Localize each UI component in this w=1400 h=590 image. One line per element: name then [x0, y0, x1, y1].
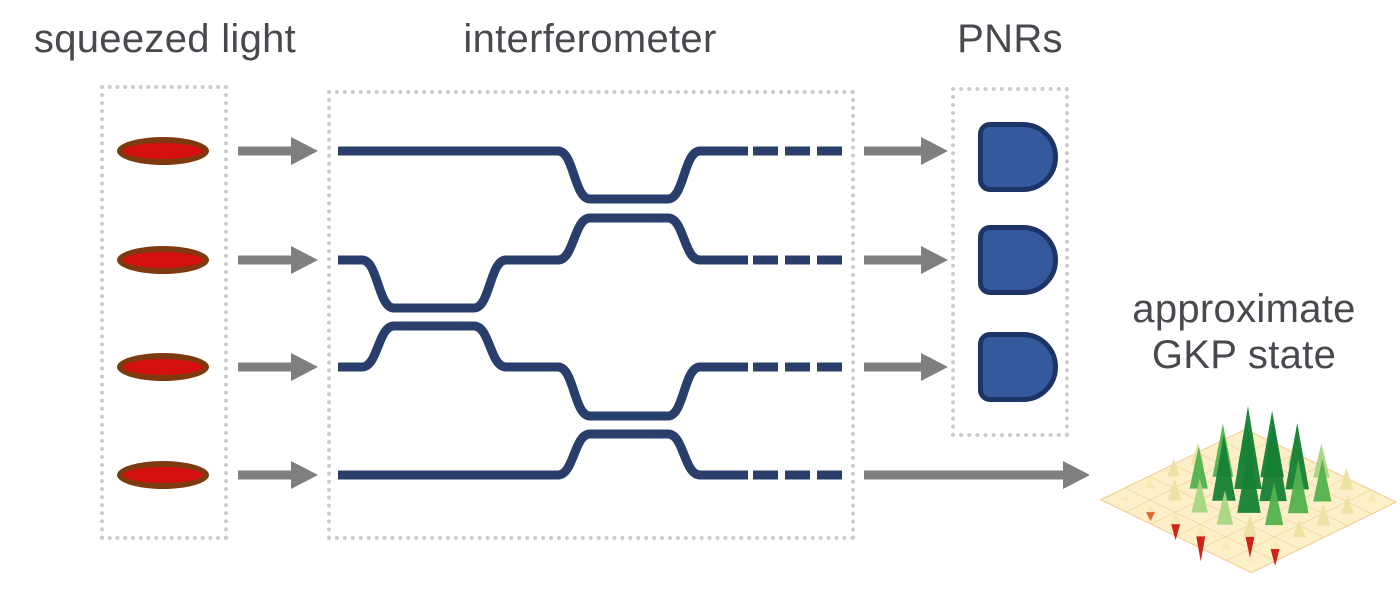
wigner-peak — [1259, 418, 1287, 502]
gkp-state-label-line2: GKP state — [1151, 333, 1337, 377]
wigner-peak — [1212, 434, 1236, 501]
pnr-arrow-3 — [864, 353, 948, 381]
arrow-head — [291, 353, 318, 381]
arrow-shaft — [864, 362, 926, 372]
pnr-box — [951, 87, 1069, 437]
gkp-state-label: approximate GKP state — [1088, 286, 1400, 378]
wigner-peak — [1220, 541, 1232, 549]
pnr-arrow-1 — [864, 137, 948, 165]
arrow-shaft — [238, 146, 296, 156]
pnrs-label: PNRs — [957, 17, 1063, 61]
arrow-shaft — [864, 470, 1068, 480]
wigner-peak — [1341, 496, 1354, 514]
wigner-peak — [1145, 504, 1156, 513]
wigner-peak — [1285, 422, 1309, 490]
pnr-detector-3 — [978, 332, 1058, 402]
wigner-peak — [1243, 515, 1257, 537]
wigner-negative-spike — [1171, 524, 1181, 541]
wigner-peak — [1366, 492, 1378, 502]
wigner-peak — [1287, 460, 1309, 514]
wigner-peak — [1316, 503, 1331, 526]
wigner-peak — [1169, 513, 1182, 525]
gkp-state-label-line1: approximate — [1132, 287, 1356, 331]
wigner-peak — [1216, 490, 1234, 525]
input-arrow-2 — [238, 246, 318, 274]
arrow-head — [921, 137, 948, 165]
wigner-peak — [1195, 525, 1207, 537]
squeezed-source-ellipse-1 — [117, 137, 209, 165]
wigner-negative-spike — [1196, 536, 1206, 562]
wigner-peak — [1339, 467, 1354, 490]
pnr-detector-1 — [978, 122, 1058, 192]
arrow-head — [291, 137, 318, 165]
squeezed-light-box — [100, 85, 228, 540]
input-arrow-3 — [238, 353, 318, 381]
wigner-negative-spike — [1270, 548, 1280, 566]
output-state-arrow — [864, 461, 1090, 489]
squeezed-source-ellipse-3 — [117, 353, 209, 381]
arrow-head — [921, 246, 948, 274]
wigner-peak — [1313, 443, 1330, 478]
wigner-peak — [1167, 478, 1182, 501]
pnr-detector-2 — [978, 225, 1058, 295]
wigner-peak — [1237, 446, 1261, 513]
arrow-head — [1063, 461, 1090, 489]
arrow-head — [921, 353, 948, 381]
wigner-peak — [1269, 540, 1281, 549]
squeezed-light-label: squeezed light — [33, 17, 297, 61]
arrow-head — [291, 246, 318, 274]
gkp-wigner-plot — [1099, 406, 1398, 574]
wigner-negative-spike — [1146, 512, 1155, 522]
wigner-peak — [1246, 557, 1256, 561]
arrow-shaft — [238, 255, 296, 265]
wigner-peak — [1189, 446, 1208, 489]
arrow-shaft — [864, 255, 926, 265]
pnr-arrow-2 — [864, 246, 948, 274]
squeezed-source-ellipse-2 — [117, 246, 209, 274]
input-arrow-1 — [238, 137, 318, 165]
wigner-peak — [1144, 479, 1155, 489]
wigner-negative-spike — [1245, 536, 1255, 558]
wigner-peak — [1292, 519, 1306, 538]
squeezed-source-ellipse-4 — [117, 461, 209, 489]
arrow-shaft — [864, 146, 926, 156]
interferometer-label: interferometer — [463, 17, 717, 61]
wigner-peak — [1234, 406, 1262, 489]
wigner-peak — [1167, 458, 1181, 477]
arrow-shaft — [238, 470, 296, 480]
wigner-peak — [1120, 496, 1131, 500]
arrow-shaft — [238, 362, 296, 372]
wigner-peak — [1313, 458, 1332, 502]
wigner-peak — [1191, 478, 1209, 513]
interferometer-box — [327, 90, 855, 540]
gkp-plot-panel — [1089, 381, 1400, 590]
arrow-head — [291, 461, 318, 489]
wigner-peak — [1264, 482, 1284, 526]
input-arrow-4 — [238, 461, 318, 489]
